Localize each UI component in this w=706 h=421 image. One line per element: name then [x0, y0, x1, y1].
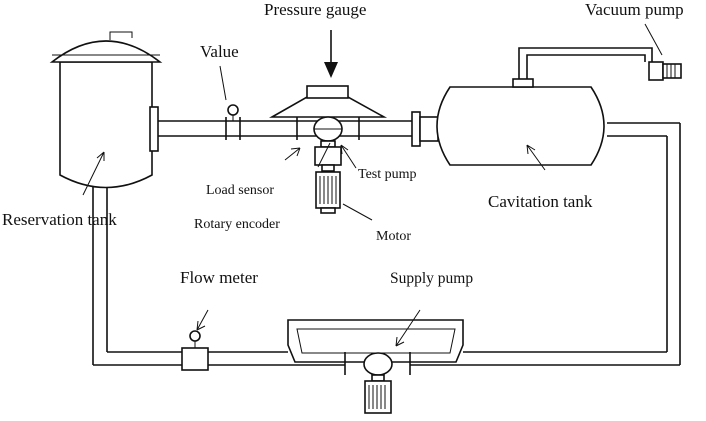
valve-handwheel — [227, 104, 239, 116]
label-motor: Motor — [376, 229, 411, 244]
line-motor — [342, 203, 373, 221]
reservation-tank-lid — [49, 40, 163, 63]
test-pump-assembly — [268, 85, 388, 214]
label-load-sensor: Load sensor — [206, 183, 274, 198]
valve — [225, 104, 241, 140]
label-flow-meter: Flow meter — [180, 268, 258, 287]
reservation-tank-flange — [149, 106, 159, 152]
arrow-vacuum-pump — [644, 23, 663, 56]
flow-meter-body — [181, 347, 209, 371]
flow-meter — [181, 330, 209, 371]
pressure-gauge-housing — [268, 96, 388, 118]
rotary-encoder-block — [321, 164, 335, 172]
label-vacuum-pump: Vacuum pump — [585, 0, 684, 19]
supply-trough-inner — [296, 328, 456, 354]
line-rotary-encoder — [317, 142, 331, 168]
arrow-reservation-tank — [82, 151, 105, 196]
cavitation-tank — [411, 78, 605, 166]
pipe-network — [92, 47, 681, 366]
vacuum-pump-body — [648, 61, 664, 81]
reservation-tank-body — [59, 61, 153, 189]
supply-pump-coupling — [371, 374, 385, 382]
supply-pump-assembly — [287, 319, 464, 414]
arrow-supply-pump — [395, 309, 421, 347]
supply-motor-fins — [368, 385, 386, 409]
pipe-left-vertical — [92, 185, 108, 365]
arrow-cavitation-tank — [526, 144, 546, 171]
cavitation-tank-body — [436, 86, 605, 166]
reservation-tank-handle — [109, 31, 133, 40]
pipe-bottom-right — [410, 351, 680, 366]
label-pressure-gauge: Pressure gauge — [264, 0, 366, 19]
label-test-pump: Test pump — [358, 167, 417, 182]
arrow-load-sensor — [284, 147, 301, 161]
label-cavitation-tank: Cavitation tank — [488, 192, 593, 211]
label-value: Value — [200, 42, 239, 61]
arrow-pressure-gauge-head — [324, 62, 338, 78]
label-reservation-tank: Reservation tank — [2, 210, 117, 229]
pipe-vacuum — [518, 47, 653, 79]
load-sensor-block — [314, 146, 342, 166]
leader-lines — [82, 23, 663, 347]
vacuum-pump-fins — [666, 64, 676, 78]
pipe-bottom-mid — [208, 351, 345, 366]
vacuum-pump-motor — [662, 63, 682, 79]
cavitation-tank-inlet-flange — [411, 111, 421, 147]
test-motor-base — [320, 207, 336, 214]
label-supply-pump: Supply pump — [390, 270, 473, 287]
flow-meter-dial — [189, 330, 201, 342]
supply-trough-outer — [287, 319, 464, 363]
pipe-right-top — [607, 122, 680, 137]
pipe-bottom-left — [93, 351, 182, 366]
label-group: Pressure gauge Vacuum pump Value Reserva… — [2, 0, 684, 287]
reservation-tank — [49, 31, 163, 189]
pipe-top — [157, 120, 412, 137]
cavitation-tank-inlet-neck — [419, 116, 439, 142]
arrow-flow-meter — [196, 309, 209, 331]
pressure-gauge-head — [306, 85, 349, 99]
cavitation-tank-port — [512, 78, 534, 88]
vacuum-pump — [648, 61, 682, 81]
pipe-right-vertical — [666, 123, 681, 365]
supply-pump-casing — [363, 352, 393, 376]
test-motor-fins — [319, 176, 337, 204]
arrow-value — [219, 65, 227, 101]
arrow-test-pump — [340, 144, 357, 169]
label-rotary-encoder: Rotary encoder — [194, 217, 280, 232]
